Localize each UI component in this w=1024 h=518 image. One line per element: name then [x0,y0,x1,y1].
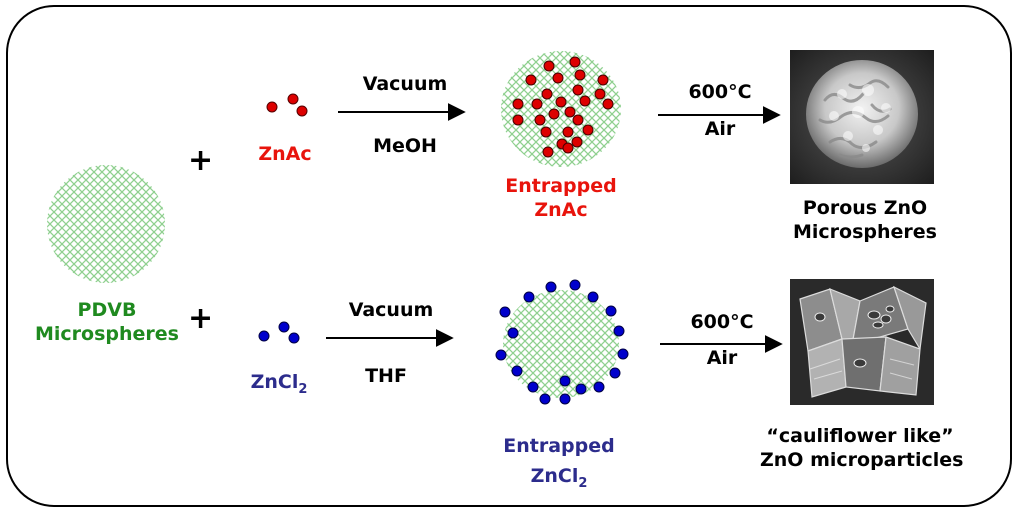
bottom-arrow2-above: 600°C [690,311,754,333]
top-arrow1-below: MeOH [373,135,437,157]
zncl2-molecules [258,321,300,344]
entrapped-znac-sphere [501,51,621,167]
znac-molecules [266,93,308,117]
top-reagent-label: ZnAc [258,143,312,165]
top-arrow2-above: 600°C [688,81,752,103]
top-result-line2: Microspheres [793,221,937,243]
top-result-label: Porous ZnO Microspheres [770,196,960,244]
start-label-line2: Microspheres [35,323,179,345]
plus-top: + [188,143,214,178]
bottom-reagent-text: ZnCl [250,371,299,393]
bottom-result-line2: ZnO microparticles [760,449,964,471]
bottom-product-label: Entrapped ZnCl2 [484,434,634,496]
bottom-result-label: “cauliflower like” ZnO microparticles [760,424,964,472]
pdvb-microsphere [47,165,165,283]
plus-bottom: + [188,301,214,336]
top-product-line2: ZnAc [534,199,588,221]
sem-porous-zno-micrograph [790,50,934,184]
sem-cauliflower-zno-micrograph [790,279,934,405]
start-label: PDVB Microspheres [22,298,192,346]
top-arrow2-below: Air [704,118,736,140]
top-arrow1 [338,103,466,121]
bottom-arrow1-above: Vacuum [348,299,434,321]
bottom-arrow1 [326,329,454,347]
top-arrow2 [658,106,781,124]
top-product-label: Entrapped ZnAc [486,174,636,222]
top-product-line1: Entrapped [505,175,617,197]
bottom-reagent-label: ZnCl2 [234,370,324,402]
bottom-result-line1: “cauliflower like” [766,425,954,447]
bottom-arrow2 [660,335,783,353]
bottom-product-line1: Entrapped [503,435,615,457]
top-result-line1: Porous ZnO [802,197,928,219]
bottom-product-subscript: 2 [578,475,588,491]
start-label-line1: PDVB [77,299,137,321]
bottom-reagent-subscript: 2 [298,381,308,397]
bottom-product-line2: ZnCl [530,465,579,487]
bottom-arrow1-below: THF [365,365,407,387]
top-arrow1-above: Vacuum [362,73,448,95]
entrapped-zncl2-sphere [495,279,629,405]
bottom-arrow2-below: Air [706,347,738,369]
